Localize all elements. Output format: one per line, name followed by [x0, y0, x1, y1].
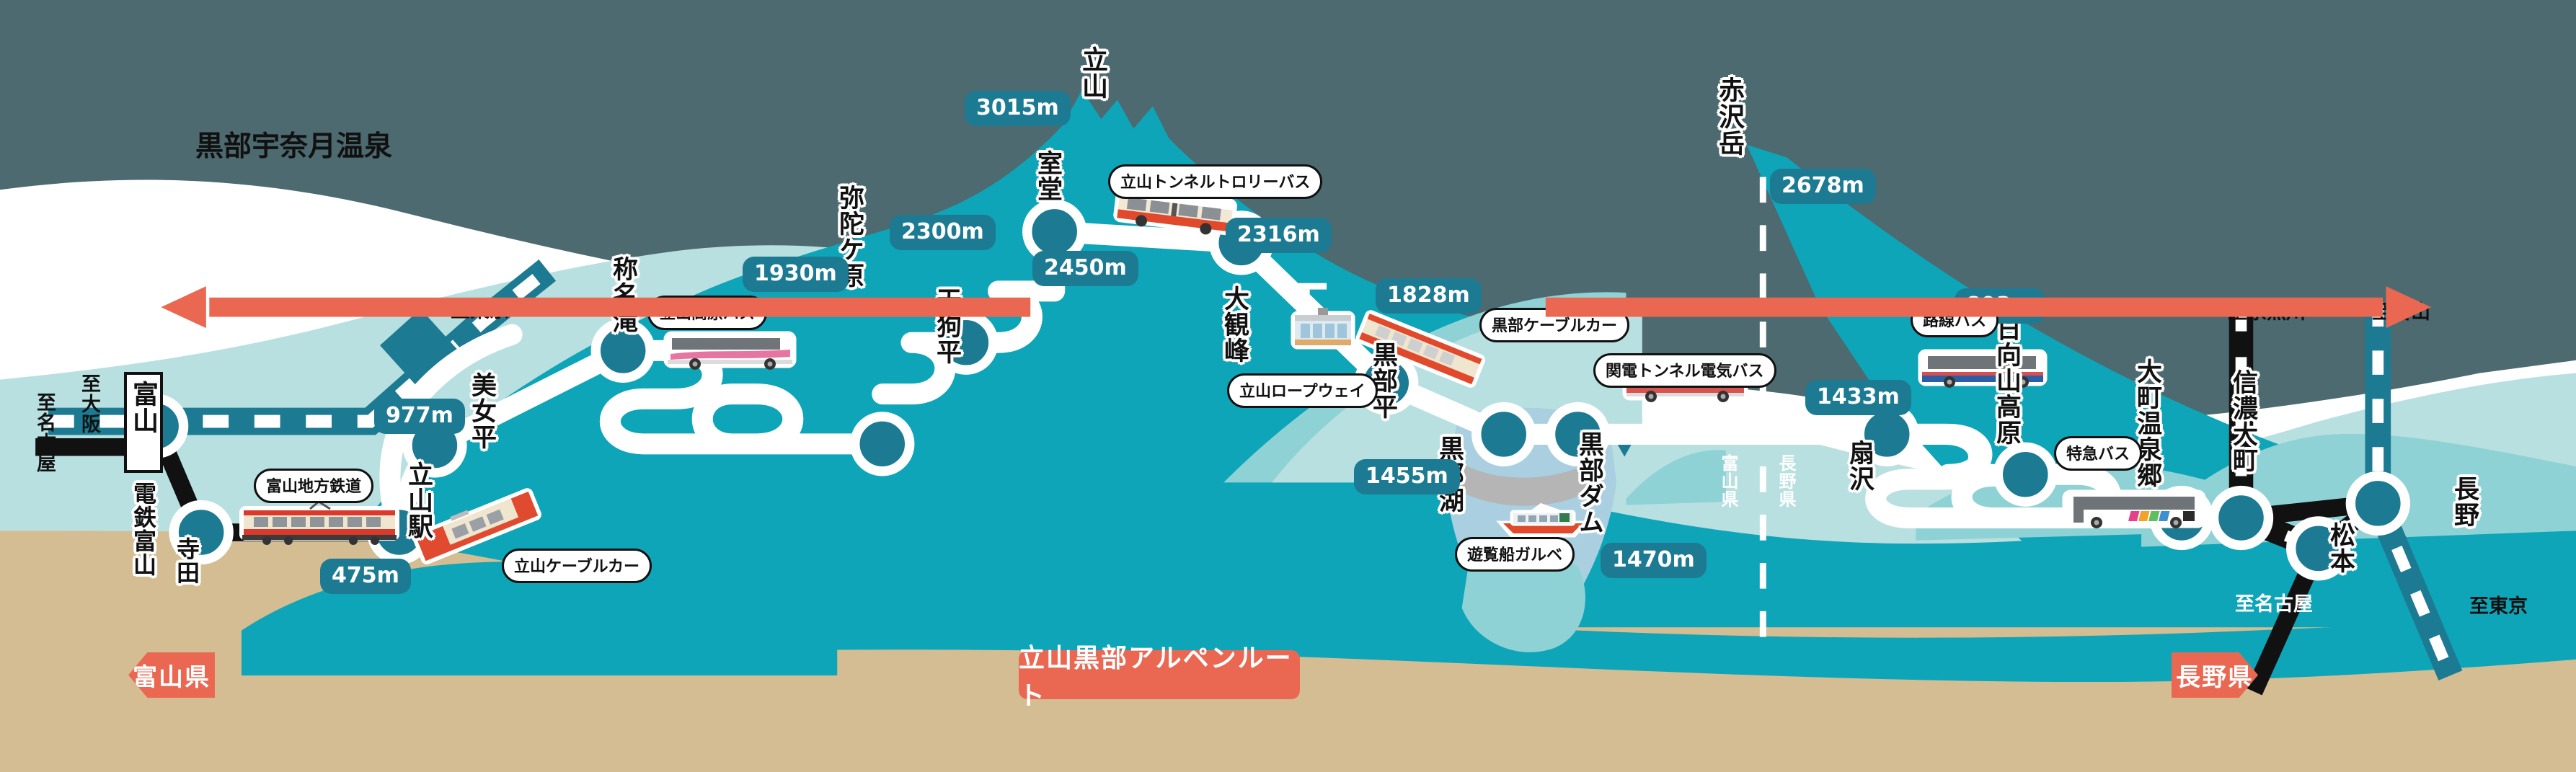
station-box-toyama [124, 372, 163, 473]
node-nagano [2345, 471, 2410, 536]
arrow-to-toyama [161, 286, 1031, 329]
elevation-pill-tateyama-peak: 3015m [965, 91, 1071, 126]
station-label-dentetsu-toyama: 電鉄富山 [130, 482, 157, 577]
station-label-kurobe-unazuki-onsen: 黒部宇奈月温泉 [195, 130, 393, 163]
destination-label-to-tokyo-east: 至東京 [2469, 595, 2528, 618]
border-label-nagano-ken: 長野県 [1776, 454, 1796, 508]
peak-label-tateyama: 立山 [1078, 46, 1107, 99]
station-label-ogizawa: 扇沢 [1845, 440, 1874, 492]
transport-label-kurobe-cable-car[interactable]: 黒部ケーブルカー [1479, 308, 1630, 342]
peak-label-akazawadake: 赤沢岳 [1714, 76, 1744, 156]
elevation-pill-daikanbo: 2316m [1226, 218, 1332, 253]
elevation-pill-kurobeko: 1455m [1354, 459, 1460, 494]
lake-lower-lobe [1461, 556, 1585, 652]
node-terada [169, 500, 234, 565]
transport-label-tateyama-ropeway[interactable]: 立山ロープウェイ [1227, 373, 1378, 408]
station-label-toyama: 富山 [128, 381, 158, 434]
transport-label-sightseeing-boat-garube[interactable]: 遊覧船ガルベ [1455, 537, 1575, 572]
destination-label-to-osaka: 至大阪 [78, 373, 100, 434]
node-shinano-omachi [2208, 485, 2274, 551]
destination-label-to-nagoya-west: 至名古屋 [33, 392, 56, 473]
elevation-pill-ogizawa: 1433m [1805, 380, 1911, 415]
station-label-terada: 寺田 [173, 537, 200, 585]
cable-car-icon-tateyama [409, 482, 546, 572]
transport-label-toyama-chiho-railway[interactable]: 富山地方鉄道 [254, 469, 374, 503]
route-name-badge: 立山黒部アルペンルート [1019, 644, 1300, 711]
node-shomyodaki [590, 318, 655, 383]
station-label-tateyama-eki: 立山駅 [404, 461, 433, 539]
station-label-bijodaira: 美女平 [467, 372, 496, 450]
node-matsumoto [2286, 516, 2351, 581]
cable-car-icon-kurobe [1352, 305, 1488, 394]
elevation-pill-midagahara: 1930m [743, 257, 849, 292]
station-label-shinano-omachi: 信濃大町 [2228, 369, 2257, 473]
small-pale-bump [1626, 450, 1726, 505]
station-label-omachi-onsenkyo: 大町温泉郷 [2133, 358, 2161, 488]
station-label-shomyodaki: 称名滝 [608, 256, 637, 334]
transport-label-tateyama-cable-car[interactable]: 立山ケーブルカー [502, 549, 652, 583]
gondola-icon-ropeway [1291, 306, 1355, 357]
kurobe-dam-wall [1455, 463, 1594, 506]
node-midagahara [850, 412, 915, 476]
elevation-pill-tateyama-sta: 475m [320, 559, 411, 594]
pref-banner-nagano: 長野県 [2172, 652, 2258, 698]
transport-label-kanden-tunnel-electric-bus[interactable]: 関電トンネル電気バス [1593, 353, 1776, 388]
station-label-matsumoto: 松本 [2326, 522, 2355, 574]
station-label-hinatayama-kogen: 日向山高原 [1992, 316, 2021, 445]
bus-icon-route [1918, 346, 2048, 391]
node-kurobedam [1545, 401, 1611, 467]
node-kurobeko [1471, 401, 1536, 467]
bus-icon-tateyama-kogen [663, 328, 797, 373]
bus-icon-express [2062, 487, 2206, 533]
train-icon-toyama-chiho [238, 497, 404, 548]
elevation-pill-akazawadake: 2678m [1770, 169, 1876, 204]
transport-label-tokkyu-bus[interactable]: 特急バス [2054, 436, 2143, 471]
central-teal-body [289, 604, 2576, 683]
station-label-murodo: 室堂 [1033, 150, 1062, 202]
elevation-pill-kurobedaira: 1828m [1376, 278, 1482, 314]
elevation-pill-murodo: 2450m [1032, 251, 1138, 286]
elevation-pill-2300: 2300m [890, 215, 996, 250]
elevation-pill-bijodaira: 977m [374, 399, 465, 434]
station-label-daikanbo: 大観峰 [1220, 285, 1249, 363]
node-hinatayama [1993, 442, 2058, 507]
border-label-toyama-ken: 富山県 [1718, 454, 1738, 508]
pref-banner-toyama: 富山県 [128, 652, 215, 698]
arrow-to-nagano [1545, 286, 2432, 329]
destination-label-to-nagoya-east: 至名古屋 [2235, 593, 2313, 616]
elevation-pill-kurobe-dam: 1470m [1601, 543, 1707, 578]
station-label-nagano: 長野 [2450, 476, 2479, 528]
station-label-kurobe-dam: 黒部ダム [1575, 431, 1603, 535]
transport-label-tateyama-tunnel-trolley-bus[interactable]: 立山トンネルトロリーバス [1108, 164, 1323, 199]
boat-icon-garube [1496, 497, 1590, 541]
